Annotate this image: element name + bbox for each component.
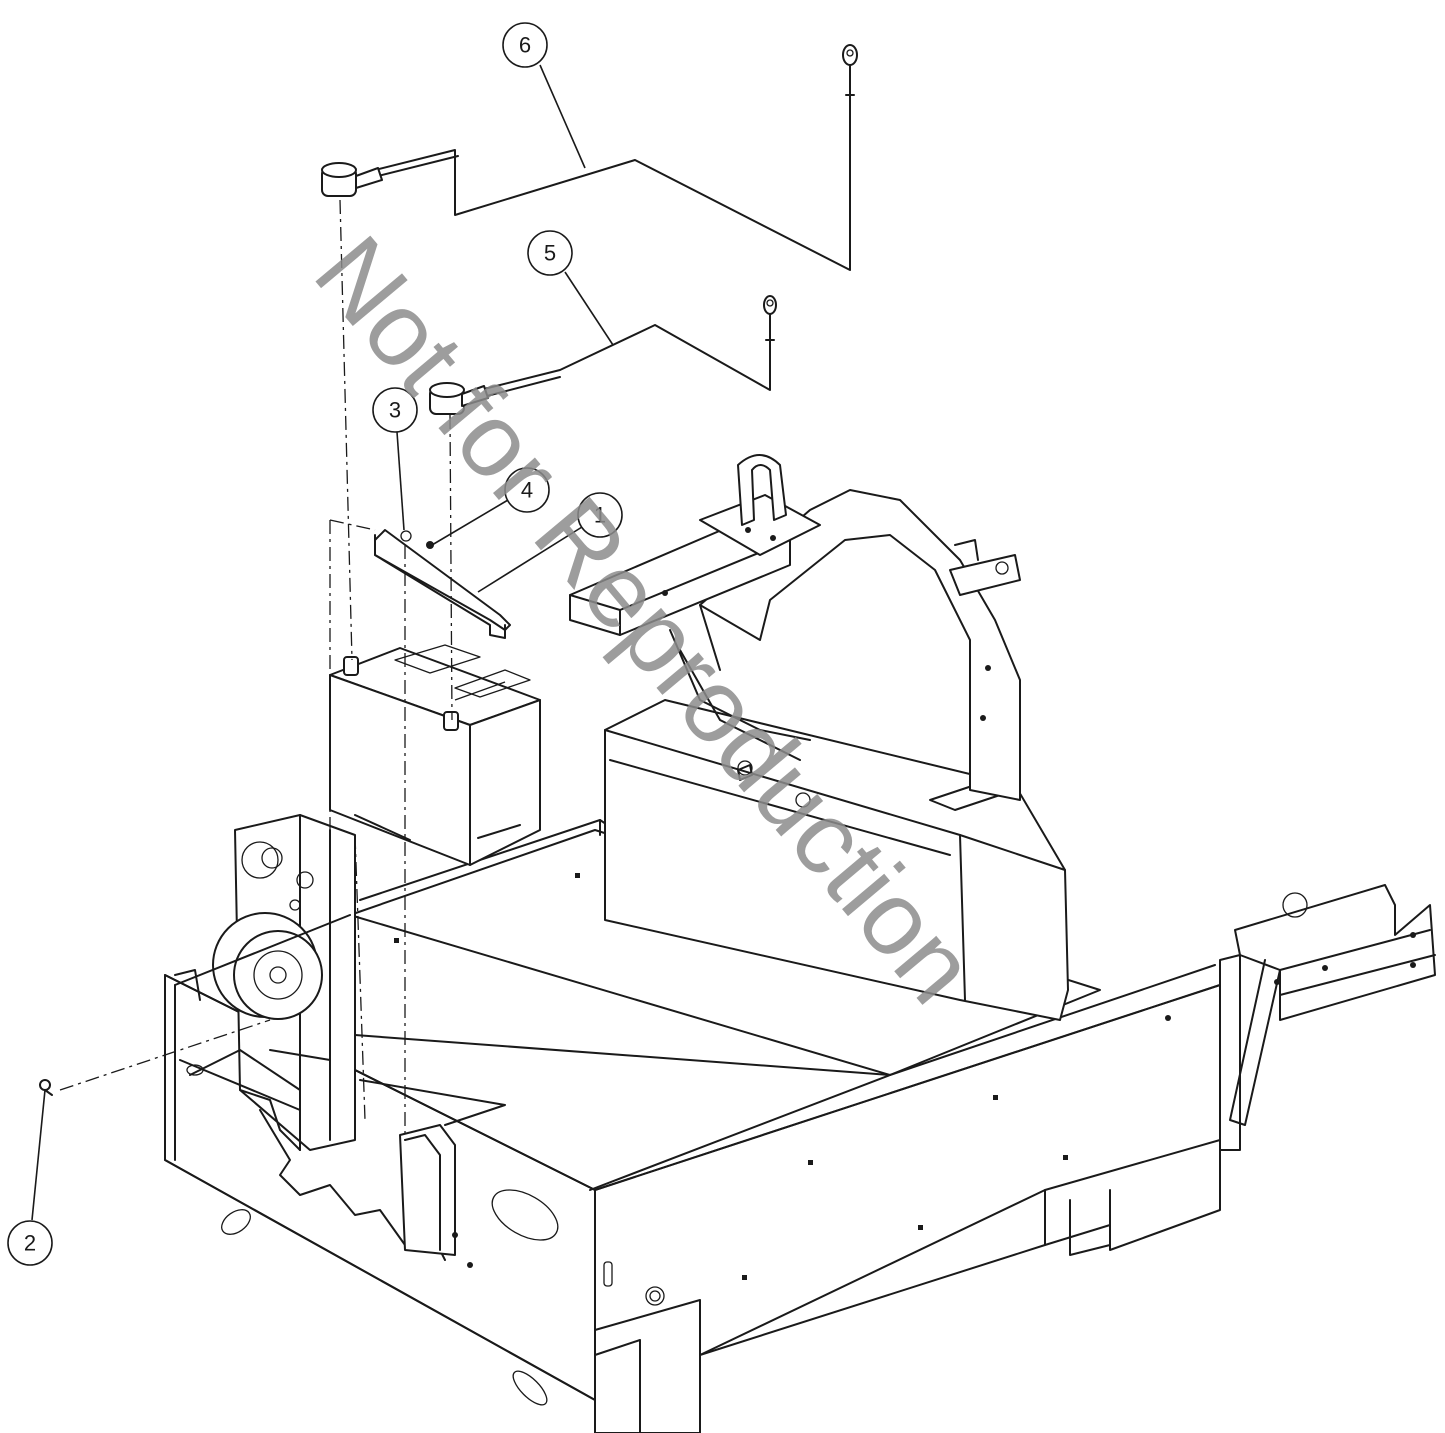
- fuel-tank: [604, 699, 1069, 1021]
- callout-6: 6: [502, 22, 586, 169]
- callout-5: 5: [527, 230, 614, 346]
- callout-1-label: 1: [594, 503, 606, 528]
- cable-6: [321, 44, 858, 271]
- chassis-frame: [164, 954, 1241, 1433]
- frame-break-section: [174, 914, 506, 1268]
- callout-2-label: 2: [24, 1231, 36, 1256]
- callout-4: 4: [431, 467, 550, 546]
- battery: [329, 644, 541, 866]
- callout-4-label: 4: [521, 478, 533, 503]
- callout-5-label: 5: [544, 241, 556, 266]
- callout-6-label: 6: [519, 33, 531, 58]
- callout-3-label: 3: [389, 398, 401, 423]
- battery-hold-down: [374, 529, 511, 639]
- cable-5: [429, 295, 777, 415]
- assembly-lines: [59, 199, 453, 1140]
- bolt: [39, 1079, 53, 1096]
- axle-tube: [1229, 884, 1436, 1126]
- callout-2: 2: [7, 1089, 53, 1266]
- lift-eye-bracket: [569, 454, 821, 636]
- callout-3: 3: [372, 387, 418, 531]
- callout-1: 1: [477, 492, 623, 593]
